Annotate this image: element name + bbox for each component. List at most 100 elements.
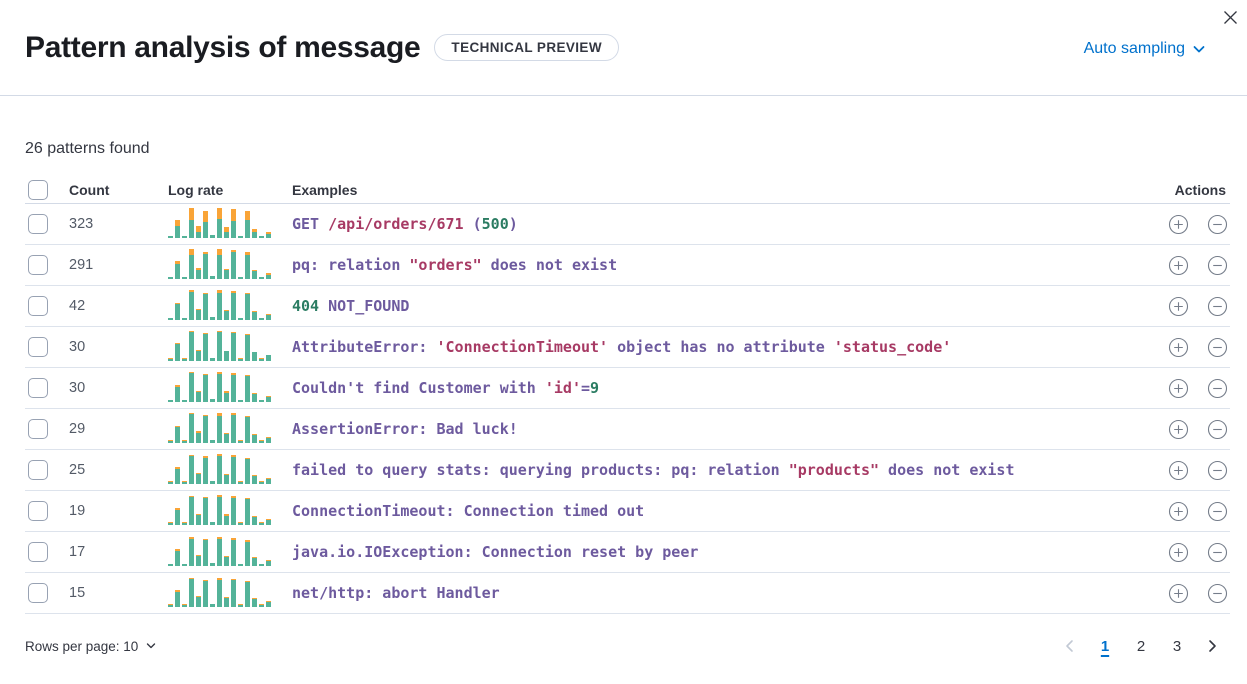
- table-row: 17 java.io.IOException: Connection reset…: [25, 532, 1230, 573]
- row-count: 15: [69, 585, 86, 601]
- filter-out-pattern-button[interactable]: [1207, 583, 1228, 604]
- filter-out-pattern-button[interactable]: [1207, 214, 1228, 235]
- filter-for-pattern-button[interactable]: [1168, 542, 1189, 563]
- filter-for-pattern-button[interactable]: [1168, 296, 1189, 317]
- row-checkbox[interactable]: [28, 501, 48, 521]
- example-text: ConnectionTimeout: Connection timed out: [292, 502, 645, 520]
- rows-per-page-label: Rows per page: 10: [25, 638, 139, 654]
- next-page-button[interactable]: [1202, 636, 1222, 656]
- page-title: Pattern analysis of message: [25, 30, 421, 64]
- patterns-table: Count Log rate Examples Actions 323 GET …: [25, 176, 1230, 614]
- pagination: 1 2 3: [1060, 634, 1230, 658]
- minus-circle-icon: [1207, 296, 1228, 316]
- plus-circle-icon: [1168, 214, 1189, 234]
- minus-circle-icon: [1207, 460, 1228, 480]
- plus-circle-icon: [1168, 542, 1189, 562]
- row-checkbox[interactable]: [28, 583, 48, 603]
- plus-circle-icon: [1168, 378, 1189, 398]
- filter-out-pattern-button[interactable]: [1207, 501, 1228, 522]
- filter-out-pattern-button[interactable]: [1207, 460, 1228, 481]
- page-button-3[interactable]: 3: [1166, 634, 1188, 658]
- minus-circle-icon: [1207, 255, 1228, 275]
- example-text: GET /api/orders/671 (500): [292, 215, 518, 233]
- filter-for-pattern-button[interactable]: [1168, 583, 1189, 604]
- row-checkbox[interactable]: [28, 542, 48, 562]
- example-text: net/http: abort Handler: [292, 584, 500, 602]
- filter-out-pattern-button[interactable]: [1207, 419, 1228, 440]
- row-count: 291: [69, 257, 94, 273]
- plus-circle-icon: [1168, 583, 1189, 603]
- filter-out-pattern-button[interactable]: [1207, 255, 1228, 276]
- minus-circle-icon: [1207, 583, 1228, 603]
- filter-for-pattern-button[interactable]: [1168, 214, 1189, 235]
- flyout-body: 26 patterns found Count Log rate Example…: [0, 140, 1247, 658]
- row-count: 30: [69, 339, 86, 355]
- table-row: 323 GET /api/orders/671 (500): [25, 204, 1230, 245]
- column-header-log-rate: Log rate: [168, 181, 224, 198]
- log-rate-sparkline: [168, 248, 272, 282]
- filter-out-pattern-button[interactable]: [1207, 337, 1228, 358]
- table-row: 19 ConnectionTimeout: Connection timed o…: [25, 491, 1230, 532]
- minus-circle-icon: [1207, 378, 1228, 398]
- row-checkbox[interactable]: [28, 255, 48, 275]
- filter-for-pattern-button[interactable]: [1168, 337, 1189, 358]
- chevron-down-icon: [1193, 45, 1205, 52]
- filter-out-pattern-button[interactable]: [1207, 296, 1228, 317]
- row-count: 17: [69, 544, 86, 560]
- patterns-found-summary: 26 patterns found: [25, 140, 150, 157]
- chevron-down-icon: [147, 643, 156, 649]
- table-row: 25 failed to query stats: querying produ…: [25, 450, 1230, 491]
- row-count: 19: [69, 503, 86, 519]
- minus-circle-icon: [1207, 542, 1228, 562]
- log-rate-sparkline: [168, 536, 272, 569]
- log-rate-sparkline: [168, 207, 272, 241]
- log-rate-sparkline: [168, 330, 272, 364]
- plus-circle-icon: [1168, 460, 1189, 480]
- row-checkbox[interactable]: [28, 214, 48, 234]
- plus-circle-icon: [1168, 501, 1189, 521]
- column-header-actions: Actions: [1174, 181, 1226, 198]
- rows-per-page-button[interactable]: Rows per page: 10: [25, 639, 157, 654]
- row-checkbox[interactable]: [28, 296, 48, 316]
- close-icon: [1223, 10, 1237, 24]
- row-count: 25: [69, 462, 86, 478]
- filter-out-pattern-button[interactable]: [1207, 542, 1228, 563]
- example-text: AttributeError: 'ConnectionTimeout' obje…: [292, 338, 952, 356]
- sampling-dropdown[interactable]: Auto sampling: [1084, 40, 1207, 58]
- row-checkbox[interactable]: [28, 378, 48, 398]
- example-text: AssertionError: Bad luck!: [292, 420, 518, 438]
- plus-circle-icon: [1168, 296, 1189, 316]
- previous-page-button[interactable]: [1060, 636, 1080, 656]
- page-button-2[interactable]: 2: [1130, 634, 1152, 658]
- filter-for-pattern-button[interactable]: [1168, 255, 1189, 276]
- row-count: 42: [69, 298, 86, 314]
- table-row: 30 AttributeError: 'ConnectionTimeout' o…: [25, 327, 1230, 368]
- select-all-checkbox[interactable]: [28, 179, 48, 200]
- close-button[interactable]: [1217, 4, 1243, 30]
- filter-for-pattern-button[interactable]: [1168, 501, 1189, 522]
- filter-out-pattern-button[interactable]: [1207, 378, 1228, 399]
- technical-preview-badge: TECHNICAL PREVIEW: [434, 34, 619, 61]
- filter-for-pattern-button[interactable]: [1168, 378, 1189, 399]
- table-row: 42 404 NOT_FOUND: [25, 286, 1230, 327]
- chevron-left-icon: [1066, 640, 1073, 652]
- log-rate-sparkline: [168, 577, 272, 610]
- row-checkbox[interactable]: [28, 460, 48, 480]
- table-row: 30 Couldn't find Customer with 'id'=9: [25, 368, 1230, 409]
- table-row: 29 AssertionError: Bad luck!: [25, 409, 1230, 450]
- example-text: pq: relation "orders" does not exist: [292, 256, 618, 274]
- table-footer: Rows per page: 10 1 2 3: [25, 634, 1230, 658]
- minus-circle-icon: [1207, 419, 1228, 439]
- chevron-right-icon: [1209, 640, 1216, 652]
- row-checkbox[interactable]: [28, 337, 48, 357]
- filter-for-pattern-button[interactable]: [1168, 460, 1189, 481]
- example-text: failed to query stats: querying products…: [292, 461, 1015, 479]
- log-rate-sparkline: [168, 371, 272, 405]
- row-count: 30: [69, 380, 86, 396]
- row-checkbox[interactable]: [28, 419, 48, 439]
- log-rate-sparkline: [168, 453, 272, 487]
- row-count: 323: [69, 216, 94, 232]
- row-count: 29: [69, 421, 86, 437]
- page-button-1[interactable]: 1: [1094, 634, 1116, 658]
- filter-for-pattern-button[interactable]: [1168, 419, 1189, 440]
